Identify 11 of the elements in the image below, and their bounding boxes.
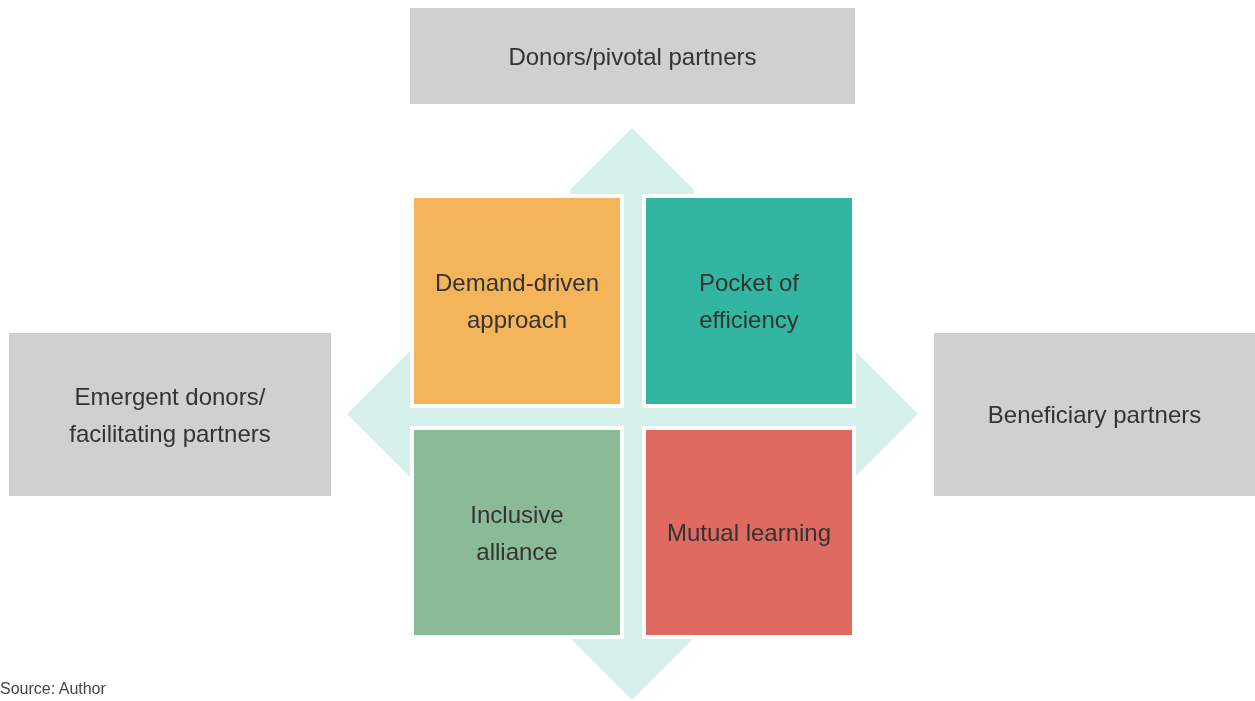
box-label: Demand-driven approach	[433, 268, 601, 335]
box-label: Mutual learning	[666, 518, 832, 548]
role-box	[410, 8, 855, 104]
box-label: Emergent donors/ facilitating partners	[68, 381, 272, 449]
role-box	[934, 333, 1255, 496]
box-label: Pocket of efficiency	[697, 268, 801, 335]
role-box	[9, 333, 331, 496]
box-label: Beneficiary partners	[987, 400, 1202, 430]
box-label: Inclusive alliance	[469, 499, 565, 567]
source-note: Source: Author	[0, 680, 106, 698]
box-label: Donors/pivotal partners	[508, 41, 757, 72]
